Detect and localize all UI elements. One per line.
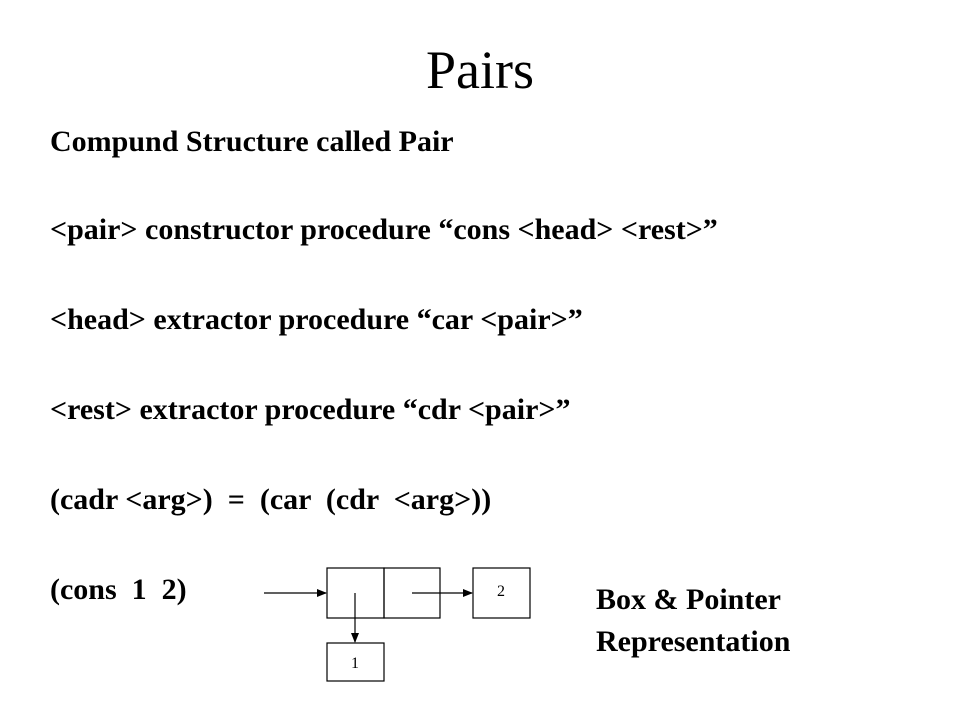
bottom-value-box [326, 642, 385, 682]
caption-line-2: Representation [596, 625, 791, 658]
bottom-value-label: 1 [351, 655, 359, 672]
right-value-label: 2 [497, 583, 505, 600]
line-cons-constructor: <pair> constructor procedure “cons <head… [50, 213, 718, 246]
slide-title: Pairs [426, 40, 534, 100]
line-cdr-extractor: <rest> extractor procedure “cdr <pair>” [50, 393, 571, 426]
line-compound-structure: Compund Structure called Pair [50, 125, 454, 158]
caption-line-1: Box & Pointer [596, 583, 781, 616]
line-car-extractor: <head> extractor procedure “car <pair>” [50, 303, 583, 336]
right-value-box [472, 567, 531, 619]
line-cons-example: (cons 1 2) [50, 573, 187, 606]
line-cadr-definition: (cadr <arg>) = (car (cdr <arg>)) [50, 483, 492, 516]
